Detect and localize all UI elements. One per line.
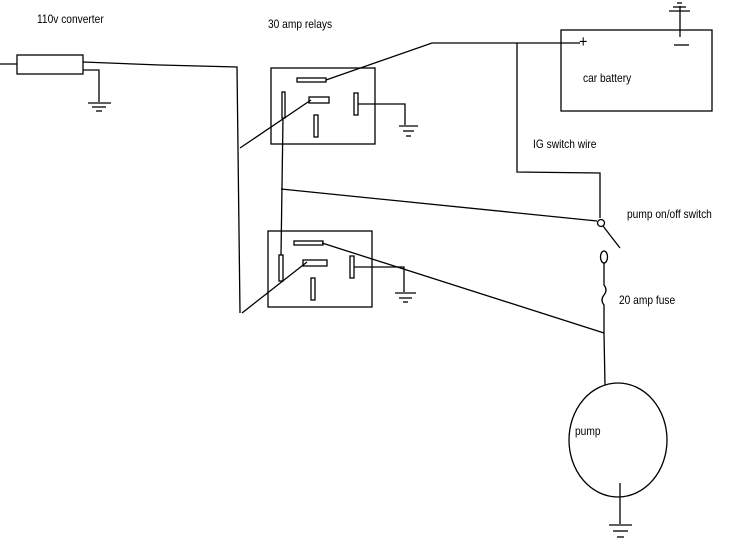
pump-switch-icon <box>596 218 621 249</box>
relay-2 <box>267 230 605 334</box>
battery-feed-wire <box>325 42 580 81</box>
pump-icon <box>568 382 668 524</box>
ig-wire-label: IG switch wire <box>533 137 597 151</box>
fuse-label: 20 amp fuse <box>619 293 676 307</box>
converter <box>0 54 312 314</box>
car-battery <box>560 6 713 112</box>
switch-wire <box>280 188 598 222</box>
relay-link-wire <box>280 117 284 256</box>
battery-label: car battery <box>583 71 632 85</box>
converter-ground-icon <box>83 69 111 112</box>
ig-switch-wire <box>516 43 601 218</box>
relay-1-ground-icon <box>399 125 418 137</box>
battery-ground-icon <box>669 2 690 12</box>
pump-ground-icon <box>609 524 632 538</box>
pump-switch-label: pump on/off switch <box>627 207 712 221</box>
battery-plus-label: + <box>579 32 588 51</box>
relay-1 <box>270 67 406 145</box>
relay-2-ground-icon <box>395 292 416 303</box>
pump-label: pump <box>575 424 601 438</box>
fuse-icon <box>599 250 609 386</box>
converter-label: 110v converter <box>37 12 104 26</box>
relays-label: 30 amp relays <box>268 17 333 31</box>
